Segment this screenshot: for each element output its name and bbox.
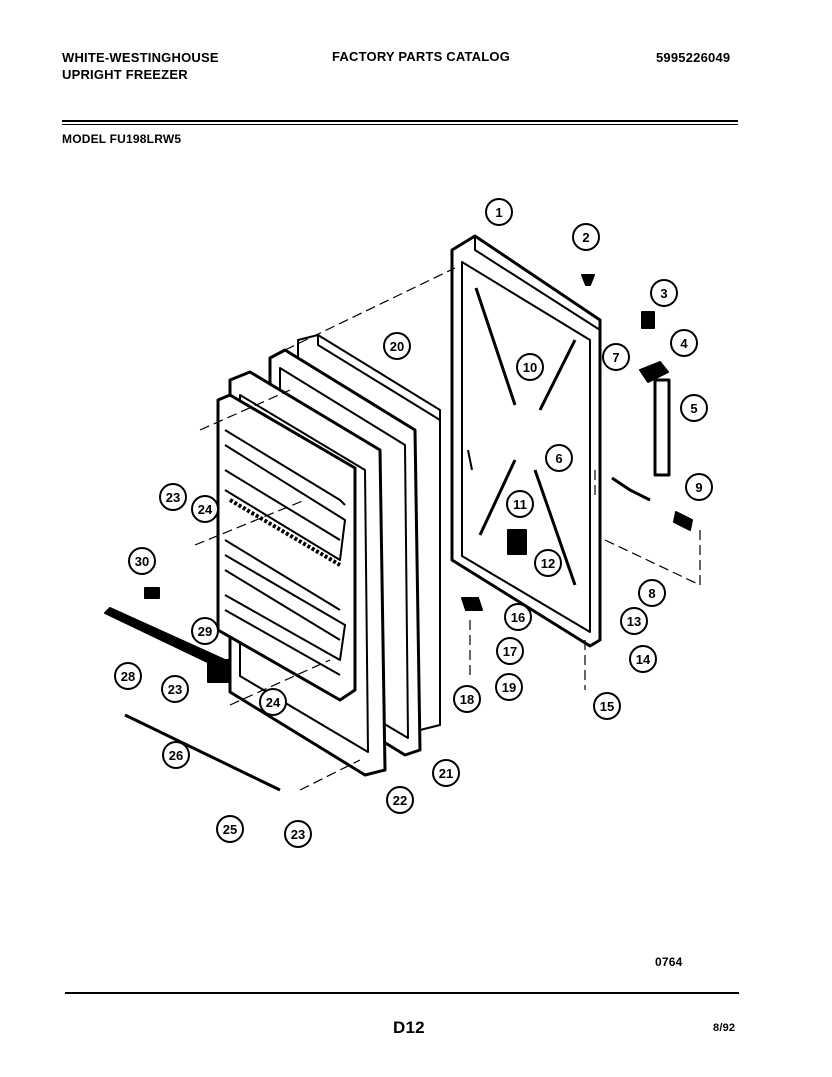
callout-24: 24	[191, 495, 219, 523]
part-9	[673, 511, 693, 531]
inner-door-liner	[216, 370, 387, 777]
callout-24: 24	[259, 688, 287, 716]
callout-16: 16	[504, 603, 532, 631]
callout-6: 6	[545, 444, 573, 472]
callout-label: 1	[495, 205, 502, 220]
callout-label: 13	[627, 614, 641, 629]
part-30	[144, 587, 160, 599]
callout-8: 8	[638, 579, 666, 607]
callout-label: 18	[460, 692, 474, 707]
callout-label: 3	[660, 286, 667, 301]
callout-4: 4	[670, 329, 698, 357]
callout-label: 21	[439, 766, 453, 781]
callout-label: 19	[502, 680, 516, 695]
callout-label: 4	[680, 336, 688, 351]
catalog-title: FACTORY PARTS CATALOG	[332, 49, 511, 64]
callout-label: 30	[135, 554, 149, 569]
callout-label: 8	[648, 586, 655, 601]
part-2	[581, 274, 595, 286]
callout-23: 23	[284, 820, 312, 848]
callout-label: 6	[555, 451, 562, 466]
callout-label: 25	[223, 822, 237, 837]
page-number: D12	[393, 1018, 425, 1037]
figure-code: 0764	[655, 955, 683, 969]
callout-label: 23	[168, 682, 182, 697]
door-rod	[124, 713, 281, 792]
hinge-pin	[611, 476, 651, 502]
product-title: UPRIGHT FREEZER	[62, 67, 188, 82]
callout-20: 20	[383, 332, 411, 360]
callout-17: 17	[496, 637, 524, 665]
callout-5: 5	[680, 394, 708, 422]
callout-21: 21	[432, 759, 460, 787]
callout-label: 15	[600, 699, 614, 714]
callout-label: 10	[523, 360, 537, 375]
brand-title: WHITE-WESTINGHOUSE	[62, 50, 219, 65]
callout-label: 20	[390, 339, 404, 354]
callout-15: 15	[593, 692, 621, 720]
part-29	[207, 659, 231, 683]
callout-29: 29	[191, 617, 219, 645]
callout-19: 19	[495, 673, 523, 701]
catalog-date: 8/92	[713, 1022, 736, 1034]
callout-26: 26	[162, 741, 190, 769]
callout-label: 12	[541, 556, 555, 571]
callout-13: 13	[620, 607, 648, 635]
callout-label: 26	[169, 748, 183, 763]
callout-7: 7	[602, 343, 630, 371]
header-divider-thin	[62, 124, 738, 125]
callout-12: 12	[534, 549, 562, 577]
callout-1: 1	[485, 198, 513, 226]
callout-10: 10	[516, 353, 544, 381]
callout-label: 28	[121, 669, 135, 684]
callout-label: 2	[582, 230, 589, 245]
callout-label: 11	[513, 497, 527, 512]
callout-23: 23	[159, 483, 187, 511]
callout-label: 14	[636, 652, 651, 667]
outer-door-panel	[450, 234, 602, 648]
callout-2: 2	[572, 223, 600, 251]
callout-label: 23	[166, 490, 180, 505]
callout-label: 7	[612, 350, 619, 365]
callout-label: 17	[503, 644, 517, 659]
header-divider	[62, 120, 738, 122]
footer-divider	[65, 992, 739, 994]
callout-28: 28	[114, 662, 142, 690]
callout-18: 18	[453, 685, 481, 713]
door-handle	[639, 361, 671, 477]
callout-3: 3	[650, 279, 678, 307]
callout-30: 30	[128, 547, 156, 575]
callout-9: 9	[685, 473, 713, 501]
catalog-number: 5995226049	[656, 50, 731, 65]
callout-11: 11	[506, 490, 534, 518]
callout-label: 16	[511, 610, 525, 625]
callout-23: 23	[161, 675, 189, 703]
callout-label: 24	[266, 695, 281, 710]
callout-14: 14	[629, 645, 657, 673]
model-label: MODEL FU198LRW5	[62, 132, 182, 146]
callout-label: 29	[198, 624, 212, 639]
part-3	[641, 311, 655, 329]
callout-label: 22	[393, 793, 407, 808]
callout-label: 24	[198, 502, 213, 517]
callout-label: 5	[690, 401, 697, 416]
callout-label: 23	[291, 827, 305, 842]
hinge-bracket	[461, 597, 483, 611]
callout-22: 22	[386, 786, 414, 814]
callout-label: 9	[695, 480, 702, 495]
callout-25: 25	[216, 815, 244, 843]
